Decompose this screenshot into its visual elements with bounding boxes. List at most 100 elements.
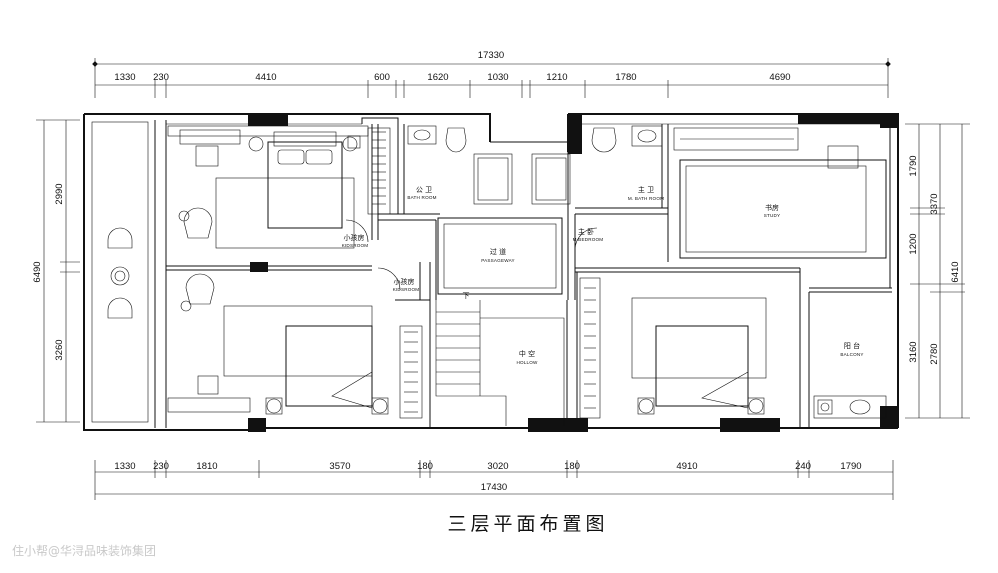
balcony-label: 阳 台 xyxy=(844,341,860,350)
master-bath: 主 卫 M. BATH ROOM xyxy=(531,125,664,205)
top-dim-4: 600 xyxy=(374,72,390,83)
sink-icon xyxy=(631,125,663,147)
top-dim-9: 4690 xyxy=(769,72,790,83)
top-dim-7: 1210 xyxy=(546,72,567,83)
right-inner-dim-2: 1200 xyxy=(908,233,919,254)
bottom-dim-10: 1790 xyxy=(840,461,861,472)
public-bath-en: BATH ROOM xyxy=(407,195,436,200)
right-mid-dim-1: 3370 xyxy=(929,193,940,214)
public-bath: 公 卫 BATH ROOM xyxy=(407,125,513,205)
right-dimension-chain: 1790 1200 3160 3370 2780 6410 xyxy=(905,123,970,419)
armchair-icon xyxy=(183,207,213,239)
bottom-dim-2: 230 xyxy=(153,461,169,472)
lamp-icon xyxy=(248,136,264,152)
balcony-en: BALCONY xyxy=(840,352,863,357)
chair-icon xyxy=(197,375,219,395)
door-swing xyxy=(574,227,598,251)
bookshelf xyxy=(673,127,799,151)
master-bedroom xyxy=(579,277,767,419)
basin-icon xyxy=(849,399,871,415)
bed-icon xyxy=(285,325,373,407)
sink-icon xyxy=(407,125,437,145)
wardrobe xyxy=(399,325,423,419)
kids-room-2: 小孩房 KIDSROOM xyxy=(167,267,423,419)
bottom-dim-3: 1810 xyxy=(196,461,217,472)
bottom-dim-8: 4910 xyxy=(676,461,697,472)
shower-icon xyxy=(531,153,571,205)
bed-icon xyxy=(267,141,343,229)
wardrobe xyxy=(367,127,391,215)
study: 书房 STUDY xyxy=(673,127,887,259)
bottom-dim-4: 3570 xyxy=(329,461,350,472)
lamp-icon xyxy=(638,398,654,414)
bottom-total-dim: 17430 xyxy=(481,482,507,493)
left-dim-1: 2990 xyxy=(54,183,65,204)
master-room-en: M.BEDROOM xyxy=(573,237,604,242)
washer-icon xyxy=(817,399,833,415)
stair-down-mark: 下 xyxy=(463,292,470,300)
kids-room-2-label: 小孩房 xyxy=(394,277,415,286)
passageway: 过 道 PASSAGEWAY xyxy=(437,217,563,295)
chair-icon xyxy=(107,227,133,249)
rug xyxy=(215,177,355,249)
kids-room-1-label: 小孩房 xyxy=(344,233,365,242)
top-dim-6: 1030 xyxy=(487,72,508,83)
chair-icon xyxy=(195,145,219,167)
master-bath-en: M. BATH ROOM xyxy=(628,196,664,201)
balcony: 阳 台 BALCONY xyxy=(813,341,887,419)
passageway-en: PASSAGEWAY xyxy=(481,258,515,263)
right-inner-dim-1: 1790 xyxy=(908,155,919,176)
lamp-icon xyxy=(748,398,764,414)
hollow-label: 中 空 xyxy=(519,349,535,358)
bottom-dim-9: 240 xyxy=(795,461,811,472)
column xyxy=(248,114,288,126)
master-room-entry: 主 卧 M.BEDROOM xyxy=(573,227,604,251)
kids-room-1-en: KIDSROOM xyxy=(342,243,369,248)
drawing-title: 三层平面布置图 xyxy=(447,513,608,535)
lamp-icon xyxy=(342,136,358,152)
side-table-icon xyxy=(110,266,130,286)
rug xyxy=(631,297,767,379)
interior-walls xyxy=(166,117,892,428)
kids-room-2-en: KIDSROOM xyxy=(393,287,420,292)
kids-room-1: 小孩房 KIDSROOM xyxy=(167,124,391,249)
bottom-dim-1: 1330 xyxy=(114,461,135,472)
door-swing xyxy=(377,267,401,291)
lamp-icon xyxy=(266,398,282,414)
chair-icon xyxy=(827,145,859,169)
top-dim-8: 1780 xyxy=(615,72,636,83)
master-room-label: 主 卧 xyxy=(578,227,594,236)
bottom-dim-5: 180 xyxy=(417,461,433,472)
stair-hollow: 下 中 空 HOLLOW xyxy=(435,292,565,426)
shower-icon xyxy=(473,153,513,205)
hollow-en: HOLLOW xyxy=(516,360,538,365)
desk-icon xyxy=(179,129,241,145)
top-dim-5: 1620 xyxy=(427,72,448,83)
left-dim-2: 3260 xyxy=(54,339,65,360)
right-outer-dim: 6410 xyxy=(950,261,961,282)
top-dim-3: 4410 xyxy=(255,72,276,83)
study-label: 书房 xyxy=(765,203,779,212)
top-dimension-chain: 17330 1330 230 4410 600 1620 1030 1210 1… xyxy=(92,50,891,98)
study-rug xyxy=(679,159,887,259)
left-dimension-chain: 6490 2990 3260 xyxy=(32,119,80,423)
door-swing xyxy=(345,219,369,243)
chair-icon xyxy=(107,297,133,319)
bed-icon xyxy=(655,325,749,407)
toilet-icon xyxy=(445,127,467,153)
wardrobe xyxy=(579,277,601,419)
left-total-dim: 6490 xyxy=(32,261,43,282)
watermark: 住小帮@华浔品味装饰集团 xyxy=(12,543,156,558)
exterior-walls xyxy=(83,113,899,432)
bottom-dim-7: 180 xyxy=(564,461,580,472)
top-dim-2: 230 xyxy=(153,72,169,83)
passage-rug xyxy=(437,217,563,295)
master-bath-label: 主 卫 xyxy=(638,185,654,194)
bottom-dim-6: 3020 xyxy=(487,461,508,472)
right-inner-dim-3: 3160 xyxy=(908,341,919,362)
toilet-icon xyxy=(591,127,617,153)
top-dim-1: 1330 xyxy=(114,72,135,83)
bottom-dimension-chain: 1330 230 1810 3570 180 3020 180 4910 240… xyxy=(94,460,894,500)
public-bath-label: 公 卫 xyxy=(416,186,432,194)
